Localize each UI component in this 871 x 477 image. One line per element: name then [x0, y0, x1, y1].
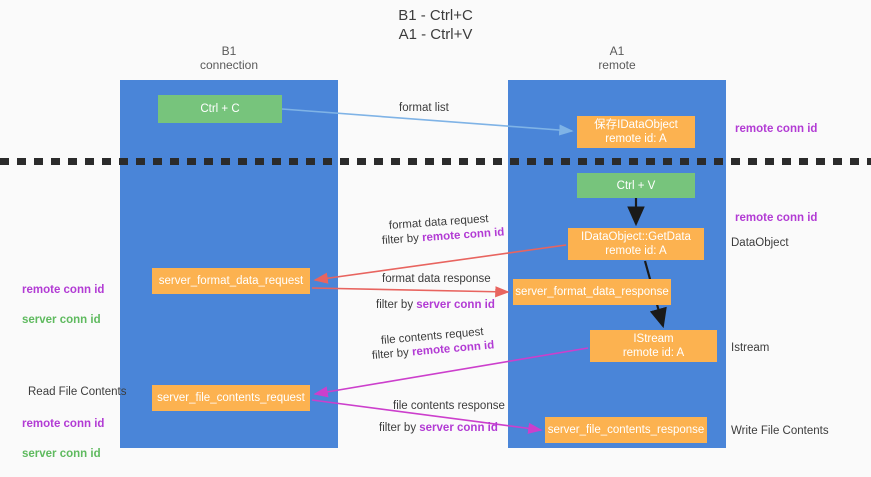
- node-server-file-contents-response[interactable]: server_file_contents_response: [545, 417, 707, 443]
- node-ctrl-c[interactable]: Ctrl + C: [158, 95, 282, 123]
- caption-filter-by-server-conn-id-format: filter by server conn id: [376, 298, 495, 313]
- phase-divider-dashed-line: [0, 158, 871, 165]
- node-server-format-data-request[interactable]: server_format_data_request: [152, 268, 310, 294]
- annotation-server-conn-id-left-bottom: server conn id: [22, 448, 101, 460]
- annotation-remote-conn-id-mid: remote conn id: [735, 212, 818, 224]
- annotation-remote-conn-id-left-mid: remote conn id: [22, 284, 105, 296]
- caption-file-contents-response: file contents response: [393, 400, 505, 412]
- server-conn-id-token: server conn id: [419, 422, 498, 434]
- column-header-a1: A1 remote: [598, 44, 636, 72]
- filter-by-label: filter by: [376, 299, 417, 311]
- node-save-idataobject[interactable]: 保存IDataObject remote id: A: [577, 116, 695, 148]
- annotation-remote-conn-id-top: remote conn id: [735, 123, 818, 135]
- diagram-canvas: B1 - Ctrl+C A1 - Ctrl+V B1 connection A1…: [0, 7, 871, 460]
- column-header-b1: B1 connection: [199, 44, 259, 72]
- filter-by-label: filter by: [381, 232, 423, 247]
- filter-by-label: filter by: [379, 422, 420, 434]
- annotation-left-conn-ids-mid: remote conn id server conn id: [22, 268, 104, 343]
- page-title: B1 - Ctrl+C A1 - Ctrl+V: [398, 7, 473, 43]
- node-ctrl-v[interactable]: Ctrl + V: [577, 173, 695, 198]
- caption-format-list: format list: [399, 102, 449, 114]
- annotation-remote-conn-id-left-bottom: remote conn id: [22, 418, 105, 430]
- annotation-read-file-contents: Read File Contents: [28, 386, 127, 398]
- annotation-dataobject: DataObject: [731, 237, 789, 249]
- server-conn-id-token: server conn id: [416, 299, 495, 311]
- annotation-left-conn-ids-bottom: remote conn id server conn id: [22, 402, 104, 477]
- annotation-write-file-contents: Write File Contents: [731, 425, 829, 437]
- node-istream[interactable]: IStream remote id: A: [590, 330, 717, 362]
- caption-filter-by-server-conn-id-file: filter by server conn id: [379, 421, 498, 436]
- node-server-format-data-response[interactable]: server_format_data_response: [513, 279, 671, 305]
- caption-format-data-response: format data response: [382, 273, 491, 285]
- filter-by-label: filter by: [371, 346, 413, 362]
- node-idataobject-getdata[interactable]: IDataObject::GetData remote id: A: [568, 228, 704, 260]
- annotation-istream: Istream: [731, 342, 770, 354]
- annotation-server-conn-id-left-mid: server conn id: [22, 314, 101, 326]
- node-server-file-contents-request[interactable]: server_file_contents_request: [152, 385, 310, 411]
